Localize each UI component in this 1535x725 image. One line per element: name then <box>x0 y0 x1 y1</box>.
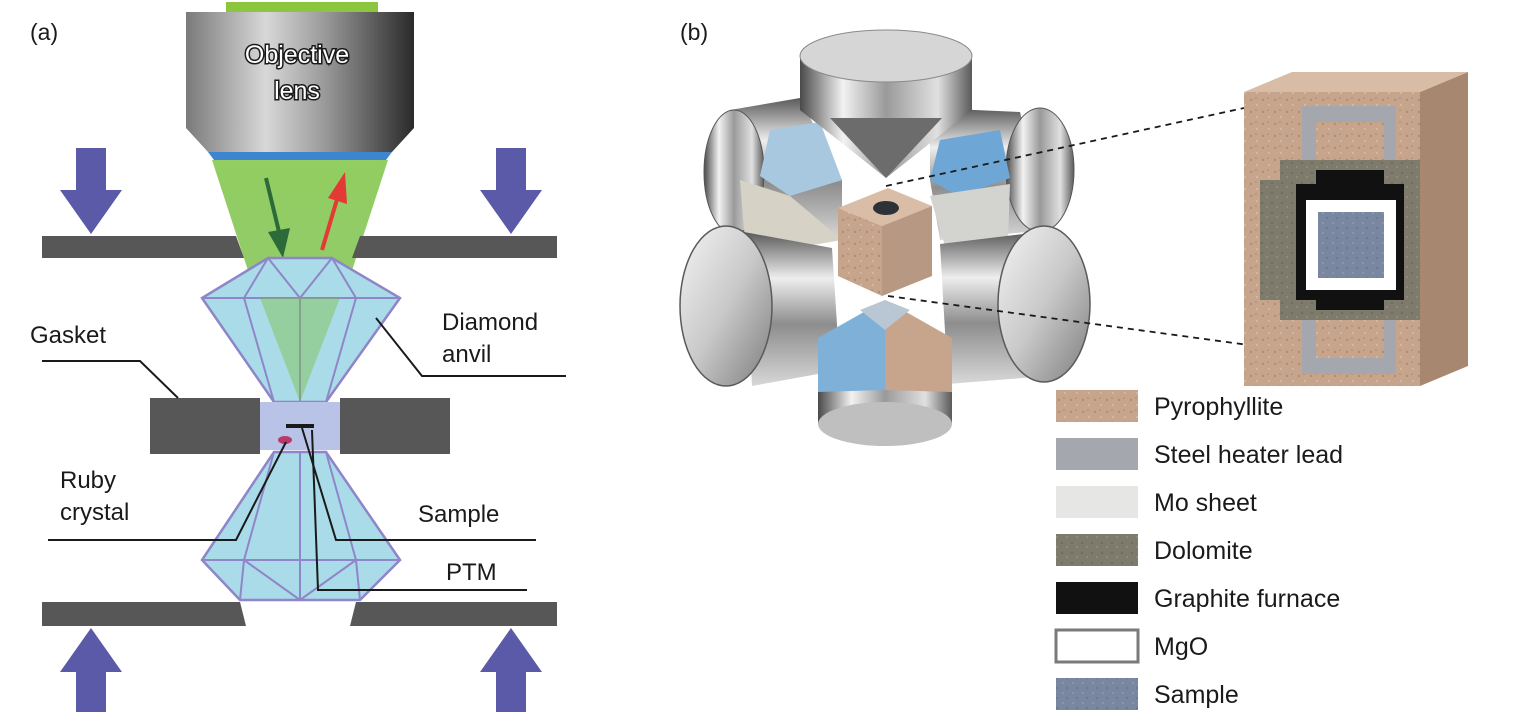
gasket-leader <box>42 360 179 399</box>
objective-lens-label-line1: Objective <box>245 41 349 69</box>
anvil-upper-left <box>703 98 842 252</box>
legend-swatch <box>1056 534 1138 566</box>
cell-cross-section <box>1244 72 1468 386</box>
objective-lens: Objective lens <box>186 2 414 160</box>
ruby-crystal-label-line1: Ruby <box>60 467 116 494</box>
objective-lens-label-line2: lens <box>274 77 320 105</box>
legend-label: Graphite furnace <box>1154 585 1340 613</box>
diamond-anvil-leader <box>375 317 566 377</box>
ruby-crystal-label-line2: crystal <box>60 499 129 526</box>
legend-item: Mo sheet <box>1056 486 1257 518</box>
legend-swatch <box>1056 486 1138 518</box>
anvil-lower-right <box>940 225 1091 384</box>
legend-label: Steel heater lead <box>1154 441 1343 469</box>
anvil-lower-left <box>679 225 840 387</box>
legend-swatch <box>1056 678 1138 710</box>
legend-swatch <box>1056 390 1138 422</box>
legend-label: Dolomite <box>1154 537 1253 565</box>
anvil-bottom <box>818 300 952 446</box>
sample-label: Sample <box>418 501 499 528</box>
legend-label: Pyrophyllite <box>1154 393 1283 421</box>
force-arrow-bottom-right <box>480 628 542 712</box>
bottom-plate <box>42 602 557 626</box>
panel-b: (b) <box>679 19 1468 710</box>
legend-item: Steel heater lead <box>1056 438 1343 470</box>
upper-diamond-anvil <box>200 256 402 404</box>
top-plate <box>42 236 557 258</box>
cubic-press-assembly <box>679 29 1091 446</box>
gasket <box>150 398 450 454</box>
diamond-anvil-label-line2: anvil <box>442 341 491 368</box>
legend-label: Sample <box>1154 681 1239 709</box>
ptm-leader <box>311 429 527 591</box>
panel-b-label: (b) <box>680 19 708 45</box>
pyrophyllite-cube <box>838 188 932 296</box>
incident-light-arrow <box>264 177 290 258</box>
panel-a-label: (a) <box>30 19 58 45</box>
ruby-crystal <box>278 436 292 444</box>
anvil-upper-right <box>930 107 1075 246</box>
ruby-crystal-leader <box>48 441 287 541</box>
panel-a: (a) Objective lens <box>30 2 566 712</box>
diamond-anvil-label-line1: Diamond <box>442 309 538 336</box>
ptm-label: PTM <box>446 559 497 586</box>
sample-disc <box>286 424 314 428</box>
zoom-lines <box>885 107 1257 347</box>
legend-item: MgO <box>1054 628 1208 664</box>
anvil-top <box>799 29 973 178</box>
legend-swatch <box>1056 582 1138 614</box>
legend-item: Graphite furnace <box>1056 582 1340 614</box>
legend-item: Pyrophyllite <box>1056 390 1283 422</box>
force-arrow-bottom-left <box>60 628 122 712</box>
legend-label: MgO <box>1154 633 1208 661</box>
legend-swatch <box>1054 628 1140 664</box>
legend-item: Sample <box>1056 678 1239 710</box>
gasket-label: Gasket <box>30 322 106 349</box>
lower-diamond-anvil <box>200 450 402 602</box>
legend-swatch <box>1056 438 1138 470</box>
force-arrow-top-left <box>60 148 122 234</box>
legend-item: Dolomite <box>1056 534 1253 566</box>
return-light-arrow <box>320 172 347 251</box>
force-arrow-top-right <box>480 148 542 234</box>
legend-label: Mo sheet <box>1154 489 1257 517</box>
